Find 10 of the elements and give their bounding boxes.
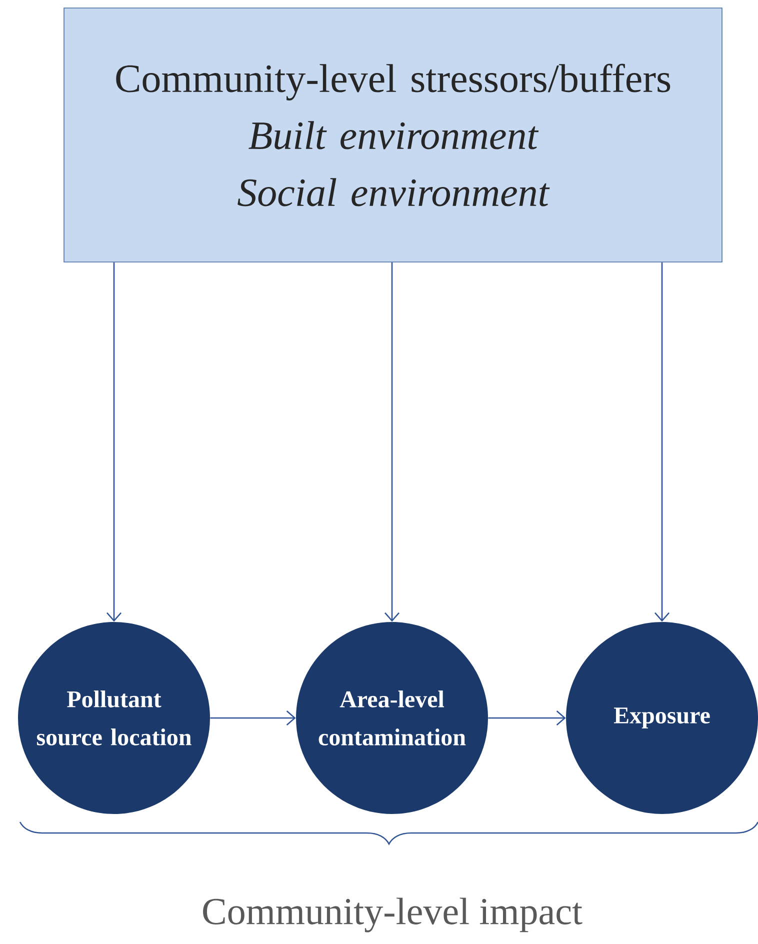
arrow: [488, 710, 566, 726]
circle-node: Exposure: [566, 622, 758, 814]
arrow: [210, 710, 296, 726]
arrow: [106, 262, 122, 622]
circle-node: Pollutant source location: [18, 622, 210, 814]
caption-text: Community-level impact: [203, 898, 582, 932]
circle-node: Area-level contamination: [296, 622, 488, 814]
arrow: [654, 262, 670, 622]
arrow: [384, 262, 400, 622]
stressor-box: Community-level stressors/buffers Built environment Social environment: [64, 8, 722, 262]
